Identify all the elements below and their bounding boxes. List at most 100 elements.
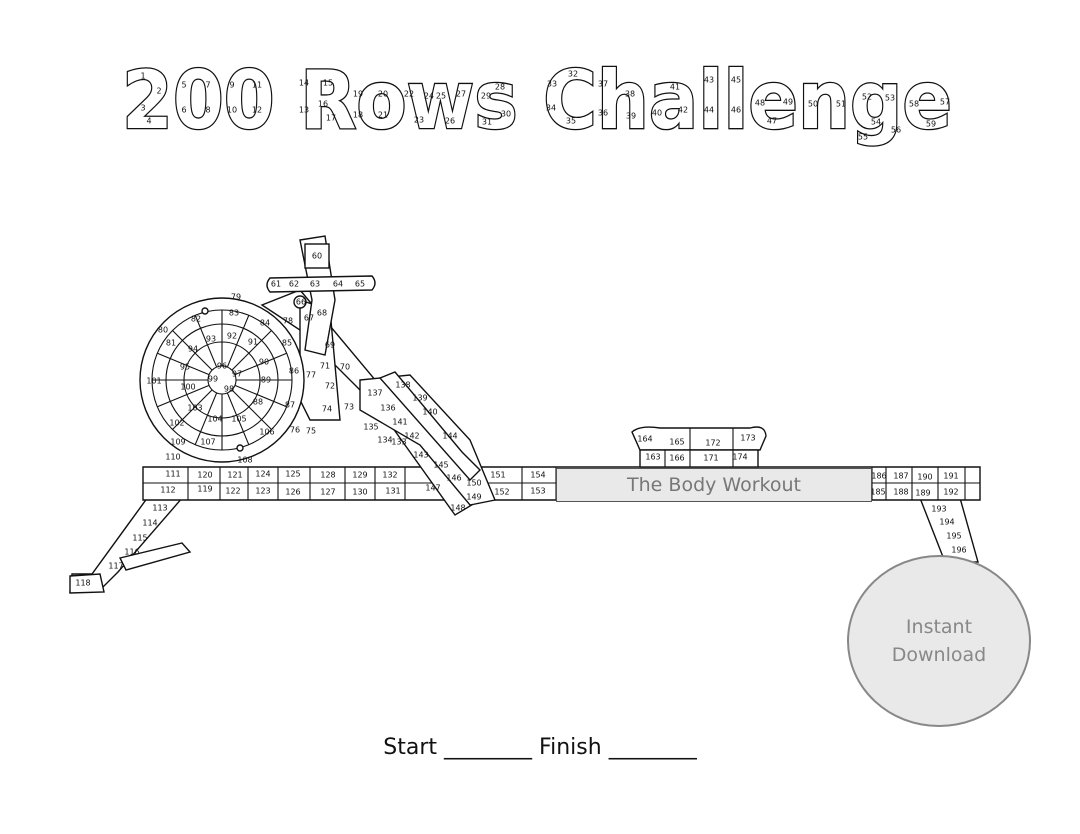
arm-segment-74: 74 [322, 405, 332, 414]
title-segment-55: 55 [858, 133, 868, 142]
rail-segment-119: 119 [197, 485, 212, 494]
console-segment-66: 66 [296, 298, 306, 307]
arm-segment-78: 78 [283, 317, 293, 326]
arm-segment-76: 76 [290, 426, 300, 435]
arm-segment-75: 75 [306, 427, 316, 436]
title-segment-39: 39 [626, 112, 636, 121]
seat-segment-171: 171 [703, 454, 718, 463]
title-segment-46: 46 [731, 106, 741, 115]
rail-segment-122: 122 [225, 487, 240, 496]
front-leg-segment-117: 117 [108, 562, 123, 571]
front-leg-segment-116: 116 [124, 548, 139, 557]
flywheel-segment-88: 88 [253, 398, 263, 407]
flywheel-segment-91: 91 [248, 338, 258, 347]
title-segment-4: 4 [146, 117, 151, 126]
title-segment-43: 43 [704, 76, 714, 85]
rear-leg-segment-193: 193 [931, 505, 946, 514]
title-segment-3: 3 [140, 104, 145, 113]
rear-leg-segment-196: 196 [951, 546, 966, 555]
flywheel-segment-94: 94 [188, 345, 198, 354]
title-segment-57: 57 [940, 98, 950, 107]
rear-leg-segment-195: 195 [946, 532, 961, 541]
start-finish-line: Start ________ Finish ________ [0, 735, 1080, 760]
title-segment-23: 23 [414, 116, 424, 125]
rail-segment-189: 189 [915, 489, 930, 498]
handle-segment-138: 138 [395, 381, 410, 390]
flywheel-segment-87: 87 [285, 401, 295, 410]
rail-segment-154: 154 [530, 471, 545, 480]
title-segment-41: 41 [670, 83, 680, 92]
title-segment-5: 5 [181, 81, 186, 90]
title-segment-26: 26 [445, 117, 455, 126]
title-segment-37: 37 [598, 80, 608, 89]
title-segment-30: 30 [501, 110, 511, 119]
flywheel-segment-85: 85 [282, 339, 292, 348]
flywheel-segment-96: 96 [217, 362, 227, 371]
title-segment-56: 56 [891, 126, 901, 135]
flywheel-segment-90: 90 [259, 358, 269, 367]
flywheel-segment-89: 89 [261, 376, 271, 385]
flywheel-segment-83: 83 [229, 309, 239, 318]
title-segment-18: 18 [353, 111, 363, 120]
flywheel-segment-106: 106 [259, 428, 274, 437]
title-segment-51: 51 [836, 100, 846, 109]
title-segment-27: 27 [456, 90, 466, 99]
flywheel-segment-108: 108 [237, 456, 252, 465]
front-leg-segment-113: 113 [152, 504, 167, 513]
console-segment-60: 60 [312, 252, 322, 261]
rail-segment-186: 186 [871, 472, 886, 481]
arm-segment-72: 72 [325, 382, 335, 391]
flywheel-segment-100: 100 [180, 383, 195, 392]
console-segment-68: 68 [317, 309, 327, 318]
title-segment-29: 29 [481, 92, 491, 101]
rear-leg-segment-194: 194 [939, 518, 954, 527]
title-segment-33: 33 [547, 80, 557, 89]
brand-label: The Body Workout [556, 468, 872, 502]
flywheel-segment-105: 105 [231, 415, 246, 424]
title-segment-25: 25 [436, 92, 446, 101]
console-segment-67: 67 [304, 314, 314, 323]
title-segment-40: 40 [652, 109, 662, 118]
title-segment-9: 9 [229, 81, 234, 90]
title-segment-28: 28 [495, 83, 505, 92]
arm-segment-73: 73 [344, 403, 354, 412]
title-segment-42: 42 [678, 106, 688, 115]
rail-segment-129: 129 [352, 471, 367, 480]
flywheel-segment-109: 109 [170, 438, 185, 447]
console-screen [304, 243, 330, 269]
start-label: Start [383, 735, 438, 760]
title-segment-16: 16 [318, 100, 328, 109]
title-segment-6: 6 [181, 106, 186, 115]
handle-strap [359, 374, 496, 506]
rail-segment-125: 125 [285, 470, 300, 479]
console-segment-63: 63 [310, 280, 320, 289]
flywheel-segment-98: 98 [224, 385, 234, 394]
title-segment-15: 15 [323, 79, 333, 88]
title-segment-20: 20 [378, 90, 388, 99]
flywheel-segment-101: 101 [146, 377, 161, 386]
flywheel-segment-99: 99 [208, 375, 218, 384]
handle-segment-147: 147 [425, 484, 440, 493]
flywheel-segment-102: 102 [169, 419, 184, 428]
rail-segment-153: 153 [530, 487, 545, 496]
flywheel-segment-82: 82 [191, 315, 201, 324]
title-segment-12: 12 [252, 106, 262, 115]
handle-segment-140: 140 [422, 408, 437, 417]
instant-download-badge[interactable]: Instant Download [847, 555, 1031, 727]
title-segment-21: 21 [378, 111, 388, 120]
title-segment-35: 35 [566, 117, 576, 126]
title-segment-58: 58 [909, 100, 919, 109]
handle-segment-145: 145 [433, 461, 448, 470]
rear-leg [918, 497, 979, 563]
handle-segment-135: 135 [363, 423, 378, 432]
rail-segment-191: 191 [943, 472, 958, 481]
rail-segment-130: 130 [352, 488, 367, 497]
handle-segment-137: 137 [367, 389, 382, 398]
front-foot [69, 573, 105, 594]
seat-segment-165: 165 [669, 438, 684, 447]
rail-segment-121: 121 [227, 471, 242, 480]
title-segment-48: 48 [755, 99, 765, 108]
title-segment-34: 34 [546, 104, 556, 113]
